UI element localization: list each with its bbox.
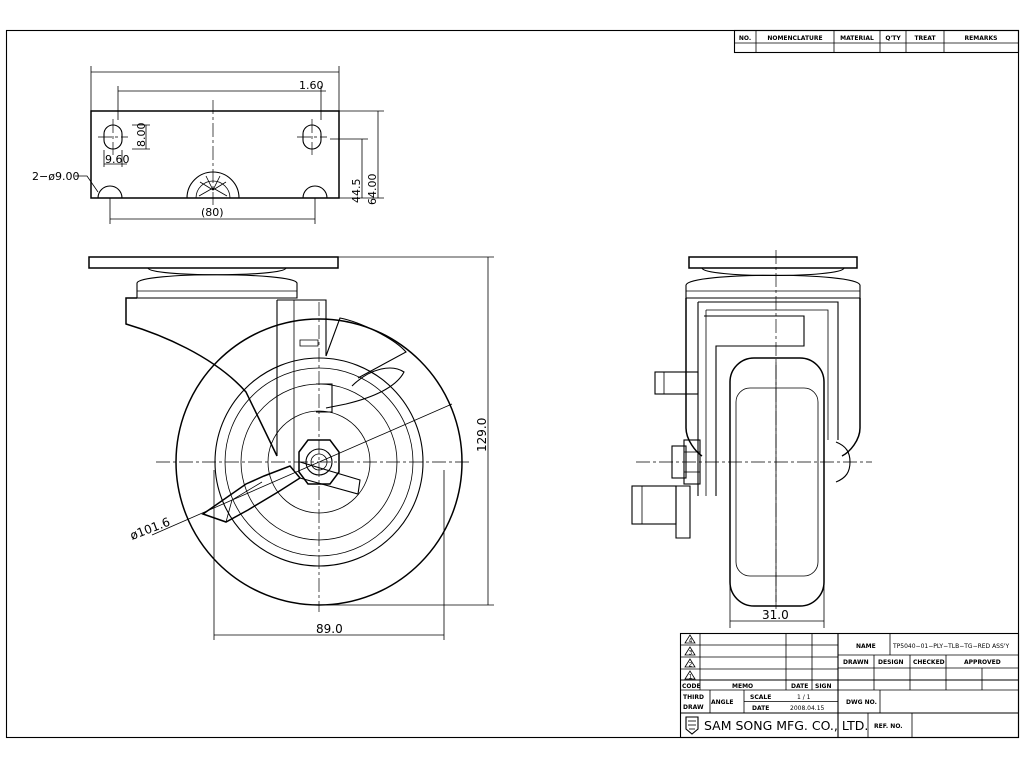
rev-mark-4: 4 (689, 638, 693, 645)
dim-holes: 2−ø9.00 (32, 170, 79, 183)
angle-label: ANGLE (711, 699, 734, 706)
front-plate (88, 256, 339, 269)
dim-1-60: 1.60 (299, 79, 324, 92)
axle-nut (298, 439, 340, 485)
date-col-label: DATE (791, 683, 808, 690)
rev-mark-2: 2 (689, 662, 693, 669)
dim-101-6: ø101.6 (128, 515, 172, 543)
dim-89-0: 89.0 (316, 622, 343, 636)
dim-44-5: 44.5 (350, 179, 363, 204)
side-plate (688, 256, 858, 269)
sheet-border (5, 29, 1020, 739)
scale-label: SCALE (750, 694, 771, 701)
bearing-icon (186, 171, 240, 199)
third-label: THIRD (683, 694, 704, 701)
col-treat: TREAT (914, 35, 936, 42)
dim-80: (80) (201, 206, 224, 219)
col-nomenclature: NOMENCLATURE (767, 35, 822, 42)
side-view: 31.0 (631, 250, 872, 628)
col-remarks: REMARKS (965, 35, 998, 42)
checked-label: CHECKED (913, 659, 945, 666)
design-label: DESIGN (878, 659, 904, 666)
ref-no-label: REF. NO. (874, 723, 903, 730)
revision-triangle-icon (684, 634, 696, 680)
approved-label: APPROVED (964, 659, 1001, 666)
dwg-no-label: DWG NO. (846, 699, 877, 706)
date-value: 2008.04.15 (790, 705, 825, 712)
company-name: SAM SONG MFG. CO., LTD. (704, 718, 868, 733)
dim-9-60: 9.60 (105, 153, 130, 166)
parts-list: NO. NOMENCLATURE MATERIAL Q'TY TREAT REM… (733, 29, 1020, 54)
name-label: NAME (856, 643, 876, 650)
dim-8-00: 8.00 (135, 123, 148, 148)
dim-64-00: 64.00 (366, 174, 379, 206)
col-no: NO. (739, 35, 751, 42)
side-wheel (729, 357, 825, 607)
title-block: 4 3 2 1 CODE MEMO DATE SIGN THIRD DRAW A… (679, 632, 1020, 739)
sign-label: SIGN (815, 683, 832, 690)
rev-mark-1: 1 (689, 674, 693, 681)
drawn-label: DRAWN (843, 659, 869, 666)
date-label: DATE (752, 705, 769, 712)
code-label: CODE (682, 683, 701, 690)
dim-31-0: 31.0 (762, 608, 789, 622)
draw-label: DRAW (683, 704, 704, 711)
col-material: MATERIAL (840, 35, 874, 42)
col-qty: Q'TY (885, 35, 901, 42)
dim-129-0: 129.0 (475, 418, 489, 452)
scale-value: 1 / 1 (797, 694, 811, 701)
front-view: ø101.6 129.0 89.0 (88, 256, 494, 640)
top-plate (90, 110, 340, 199)
memo-label: MEMO (732, 683, 753, 690)
rev-mark-3: 3 (689, 650, 693, 657)
top-view: 1.60 8.00 9.60 2−ø9.00 (80) 44.5 64.00 (32, 66, 384, 224)
name-value: TP5040−01−PLY−TLB−TG−RED ASS'Y (892, 643, 1009, 650)
company-logo-icon (685, 716, 699, 735)
